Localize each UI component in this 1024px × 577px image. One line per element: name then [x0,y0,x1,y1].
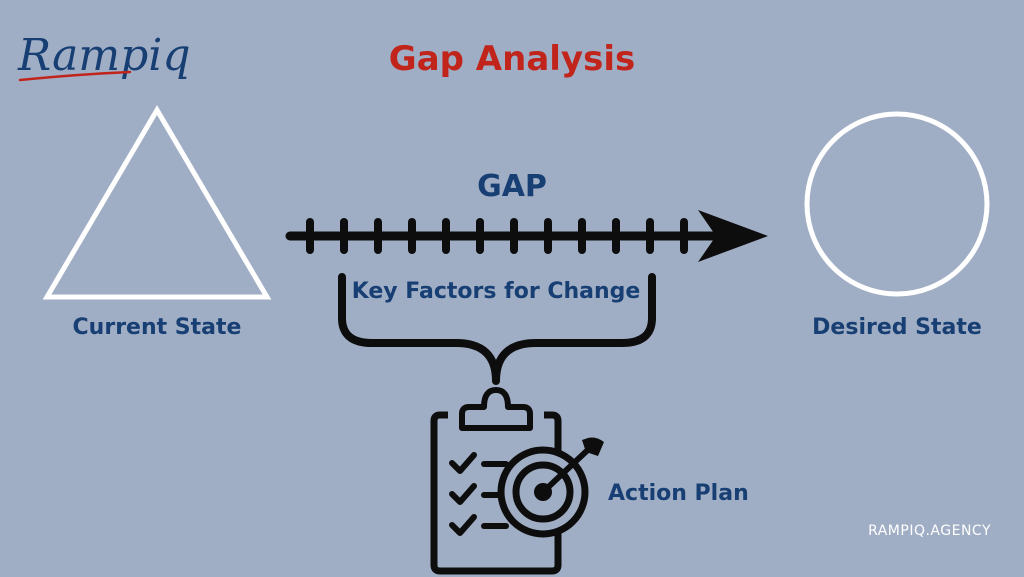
action-plan-label: Action Plan [608,481,749,506]
gap-ticks [306,218,688,254]
key-factors-label: Key Factors for Change [352,279,641,304]
desired-state-circle [804,111,990,297]
footer-site: RAMPIQ.AGENCY [868,523,991,539]
gap-arrow [285,210,768,262]
gap-label: GAP [477,169,547,204]
logo-underline [18,70,132,82]
clipboard-board [430,411,562,575]
clipboard-clip [459,387,533,431]
gap-arrowhead [698,210,768,262]
current-state-label: Current State [73,315,242,340]
key-factors-brace [338,273,656,385]
checkmark-icon [449,514,477,536]
current-state-triangle [42,105,272,300]
checkmark-icon [449,452,477,474]
target-middle-ring [512,461,574,523]
checkmark-icon [449,483,477,505]
dart-shaft [540,443,595,495]
dart-flight [582,437,604,456]
rampiq-logo: Rampiq [17,30,191,82]
desired-state-label: Desired State [812,315,982,340]
dart-icon [540,437,604,495]
page-title: Gap Analysis [389,39,635,79]
